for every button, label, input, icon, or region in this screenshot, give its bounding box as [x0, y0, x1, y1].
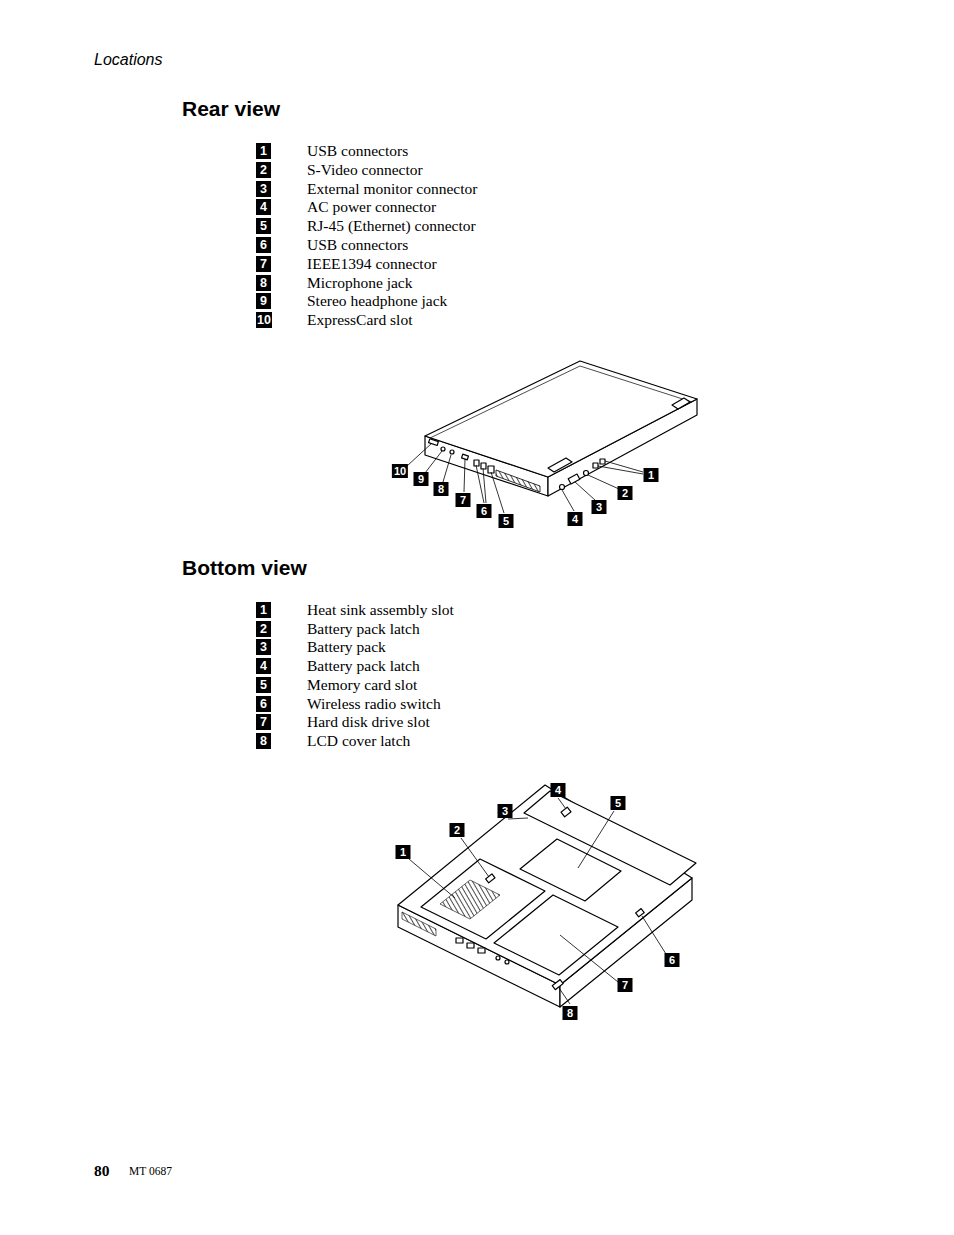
part-name: Battery pack latch: [307, 620, 420, 638]
part-name: Memory card slot: [307, 676, 417, 694]
power-port: [560, 485, 565, 490]
usb-port: [481, 463, 486, 469]
vent: [496, 470, 540, 492]
part-name: AC power connector: [307, 198, 436, 216]
heat-sink-vent: [440, 880, 500, 919]
part-name: LCD cover latch: [307, 732, 410, 750]
section-heading: Bottom view: [182, 556, 307, 580]
callout-number: 6: [477, 504, 492, 518]
callout-number: 9: [256, 293, 271, 309]
callout-number: 9: [414, 472, 429, 486]
rear-leader-lines: [407, 443, 643, 513]
hinge: [548, 458, 572, 472]
page-number: 80: [94, 1162, 110, 1180]
part-name: External monitor connector: [307, 180, 477, 198]
callout-number: 3: [592, 500, 607, 514]
callout-number: 2: [256, 162, 271, 178]
callout-number: 10: [392, 464, 408, 478]
section-heading: Rear view: [182, 97, 280, 121]
rear-laptop: [425, 361, 697, 496]
callout-number: 3: [498, 804, 513, 818]
part-name: IEEE1394 connector: [307, 255, 437, 273]
lcd-latch: [552, 980, 563, 990]
port: [456, 938, 463, 943]
lid-edge: [430, 366, 692, 438]
part-name: Battery pack latch: [307, 657, 420, 675]
part-name: ExpressCard slot: [307, 311, 412, 329]
callout-number: 7: [256, 256, 271, 272]
vga-port: [568, 474, 580, 484]
callout-number: 6: [256, 237, 271, 253]
callout-number: 7: [256, 714, 271, 730]
usb-port: [474, 460, 479, 466]
callout-number: 4: [568, 512, 583, 526]
svideo-port: [584, 471, 589, 476]
battery-pack: [524, 791, 696, 885]
callout-number: 5: [256, 677, 271, 693]
callout-number: 4: [256, 199, 271, 215]
part-name: Microphone jack: [307, 274, 412, 292]
callout-number: 6: [665, 953, 680, 967]
callout-number: 1: [644, 468, 659, 482]
side-vent: [402, 912, 436, 936]
callout-number: 2: [256, 621, 271, 637]
part-name: RJ-45 (Ethernet) connector: [307, 217, 476, 235]
part-name: Hard disk drive slot: [307, 713, 430, 731]
ethernet-port: [488, 466, 494, 473]
callout-number: 1: [396, 845, 411, 859]
callout-number: 3: [256, 639, 271, 655]
callout-number: 2: [618, 486, 633, 500]
bottom-laptop: [398, 785, 696, 1007]
callout-number: 2: [450, 823, 465, 837]
hdd-cover: [494, 895, 618, 975]
callout-number: 6: [256, 696, 271, 712]
battery-latch: [486, 874, 495, 883]
port: [467, 943, 474, 948]
part-name: USB connectors: [307, 236, 408, 254]
part-name: Stereo headphone jack: [307, 292, 447, 310]
lid-top: [425, 361, 697, 477]
jack: [441, 447, 445, 451]
callout-number: 4: [551, 783, 566, 797]
callout-number: 8: [256, 275, 271, 291]
callout-number: 7: [618, 978, 633, 992]
port: [478, 948, 485, 953]
part-name: Wireless radio switch: [307, 695, 441, 713]
jack: [450, 450, 454, 454]
radio-switch: [636, 909, 645, 917]
callout-number: 8: [563, 1006, 578, 1020]
machine-type: MT 0687: [129, 1165, 172, 1177]
callout-number: 4: [256, 658, 271, 674]
callout-number: 1: [256, 602, 271, 618]
part-name: S-Video connector: [307, 161, 423, 179]
jack: [505, 960, 509, 964]
callout-number: 7: [456, 493, 471, 507]
callout-number: 1: [256, 143, 271, 159]
part-name: USB connectors: [307, 142, 408, 160]
part-name: Battery pack: [307, 638, 386, 656]
callout-number: 5: [499, 514, 514, 528]
callout-number: 8: [434, 482, 449, 496]
running-header: Locations: [94, 51, 163, 69]
part-name: Heat sink assembly slot: [307, 601, 454, 619]
hinge: [672, 398, 690, 409]
bottom-leader-lines: [409, 798, 666, 1004]
callout-number: 3: [256, 181, 271, 197]
callout-number: 5: [256, 218, 271, 234]
callout-number: 10: [256, 312, 272, 328]
usb-port: [593, 463, 598, 468]
callout-number: 8: [256, 733, 271, 749]
callout-number: 5: [611, 796, 626, 810]
ieee1394-port: [462, 454, 469, 460]
usb-port: [600, 459, 605, 464]
jack: [496, 956, 500, 960]
